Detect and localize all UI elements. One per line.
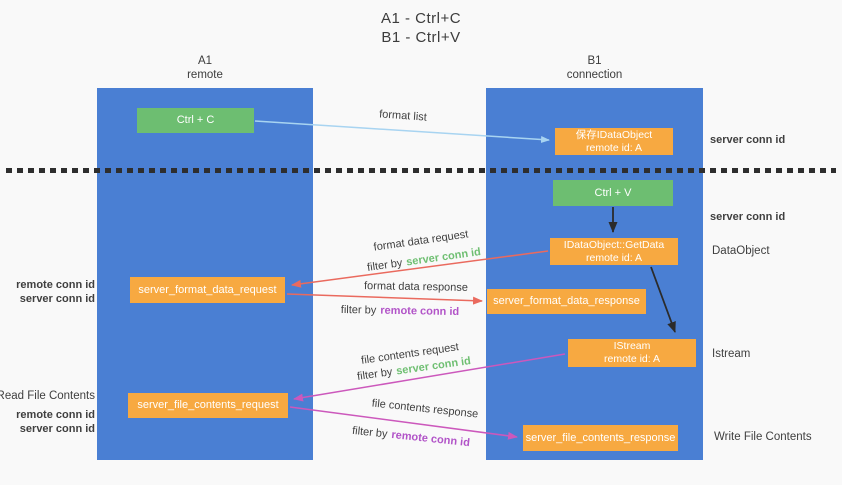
getdata-line1: IDataObject::GetData [563,238,665,251]
lane-b1-role: connection [566,69,623,81]
remote-conn-id-text: remote conn id [380,304,460,319]
annotation-istream: Istream [712,348,751,360]
label-format-data-response: format data response [363,280,469,294]
server-conn-id-text: server conn id [405,246,482,269]
title-line-2: B1 - Ctrl+V [381,29,461,46]
node-server-file-contents-request: server_file_contents_request [128,393,288,418]
format-response-label: server_format_data_response [493,295,640,307]
istream-line1: IStream [613,340,651,352]
filter-by-text: filter by [351,424,389,441]
ctrl-v-label: Ctrl + V [594,186,632,199]
label-file-contents-response: file contents response [371,397,479,421]
annotation-remote-conn-id-bottom: remote conn id [16,409,95,421]
lane-header-a1: A1 remote [97,54,313,82]
label-format-list: format list [378,108,428,124]
node-istream: IStream remote id: A [568,339,696,367]
file-response-label: server_file_contents_response [525,431,676,444]
ctrl-c-label: Ctrl + C [176,114,215,126]
lane-header-b1: B1 connection [486,54,703,82]
filter-by-text: filter by [366,257,404,274]
node-save-idataobject: 保存IDataObject remote id: A [555,128,673,155]
annotation-read-file-contents: Read File Contents [0,390,95,402]
lane-a1-name: A1 [197,55,213,67]
format-request-label: server_format_data_request [138,283,277,296]
phase-separator-dotted-line [6,168,836,173]
file-request-label: server_file_contents_request [137,399,279,411]
save-idataobject-line2: remote id: A [585,141,643,154]
getdata-line2: remote id: A [585,251,643,264]
annotation-server-conn-id-mid: server conn id [710,211,786,223]
annotation-server-conn-id-left-top: server conn id [19,293,95,305]
node-server-format-data-response: server_format_data_response [487,289,646,314]
node-ctrl-v: Ctrl + V [553,180,673,206]
annotation-server-conn-id-left-bottom: server conn id [19,423,95,435]
arrow-format-data-response [286,293,483,305]
lane-a1-role: remote [187,69,223,81]
annotation-server-conn-id-top: server conn id [710,134,786,146]
annotation-dataobject: DataObject [712,245,770,257]
annotation-write-file-contents: Write File Contents [714,431,812,443]
node-idataobject-getdata: IDataObject::GetData remote id: A [550,238,678,265]
save-idataobject-line1: 保存IDataObject [575,128,653,141]
istream-line2: remote id: A [603,353,661,365]
filter-by-text: filter by [340,303,377,317]
node-ctrl-c: Ctrl + C [137,108,254,133]
title-line-1: A1 - Ctrl+C [380,10,462,27]
annotation-remote-conn-id-top: remote conn id [16,279,95,291]
node-server-file-contents-response: server_file_contents_response [523,425,678,451]
diagram-title: A1 - Ctrl+C B1 - Ctrl+V [0,9,842,47]
filter-by-text: filter by [356,366,394,383]
remote-conn-id-text: remote conn id [390,428,471,450]
node-server-format-data-request: server_format_data_request [130,277,285,303]
lane-b1-name: B1 [587,55,602,67]
